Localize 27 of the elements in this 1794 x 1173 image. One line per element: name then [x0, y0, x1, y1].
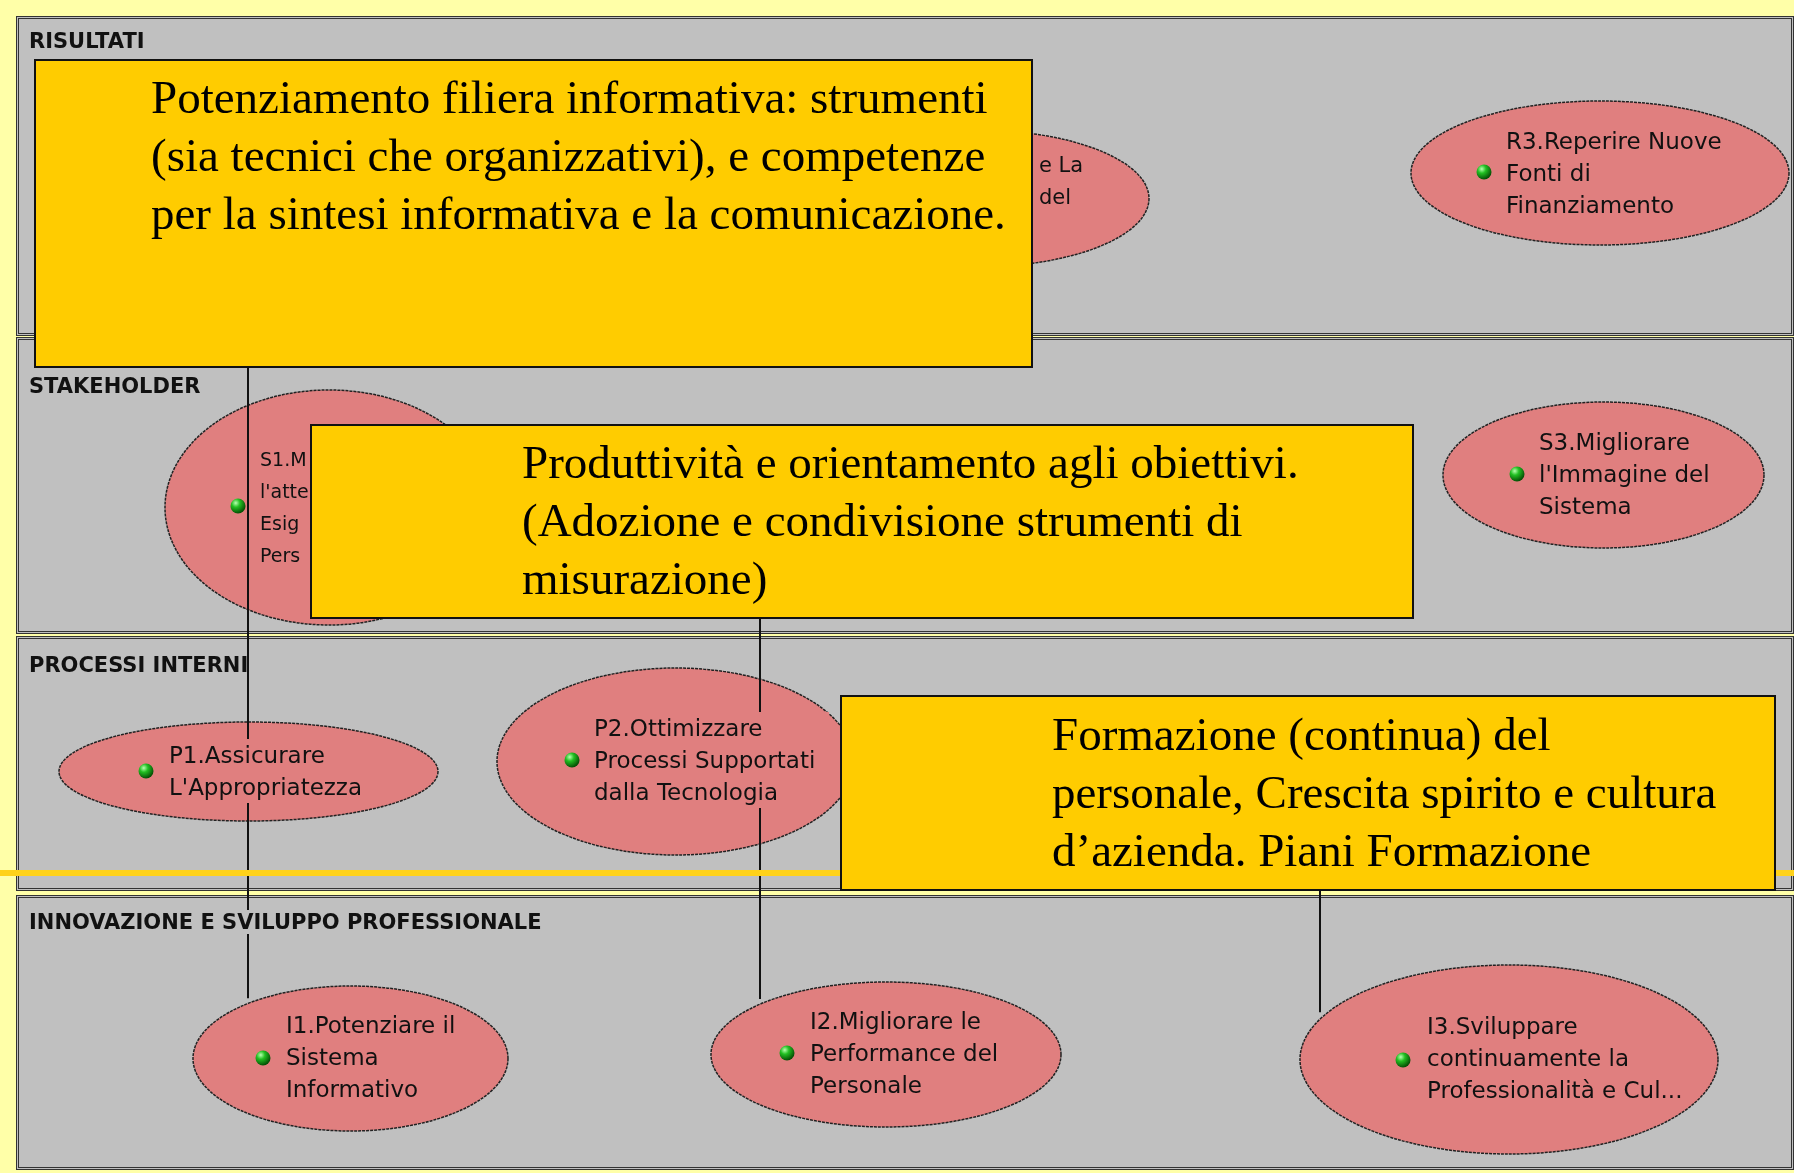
perspective-band [16, 895, 1794, 1170]
objective-label: I2.Migliorare le Performance del Personale [810, 1007, 1000, 1100]
band-title: PROCESSI INTERNI [29, 653, 249, 677]
band-title: INNOVAZIONE E SVILUPPO PROFESSIONALE [29, 910, 542, 934]
objective-label: R3.Reperire Nuove Fonti di Finanziamento [1506, 127, 1723, 220]
callout-text: Formazione (continua) del personale, Crescita spirito e cultura d’azienda. Piani Formazione [1052, 707, 1718, 878]
perspective-band [16, 636, 1794, 891]
callout-text: Potenziamento filiera informativa: strumenti (sia tecnici che organizzativi), e competenze per la sintesi informativa e la comunicazione. [151, 70, 1007, 241]
objective-ellipse [1442, 401, 1765, 549]
objective-ellipse [192, 985, 509, 1132]
callout-tooltip [840, 695, 1776, 891]
objective-ellipse [58, 721, 439, 822]
objective-label: S3.Migliorare l'Immagine del Sistema [1539, 428, 1711, 521]
callout-tooltip [310, 424, 1414, 619]
objective-ellipse [1410, 100, 1790, 246]
objective-ellipse [710, 981, 1062, 1128]
objective-label: P2.Ottimizzare Processi Supportati dalla Tecnologia [594, 712, 829, 808]
band-title: STAKEHOLDER [29, 374, 201, 398]
callout-tooltip [34, 59, 1033, 368]
objective-label: I3.Sviluppare continuamente la Professionalità e Cul... [1427, 1012, 1684, 1105]
band-title: RISULTATI [29, 29, 145, 53]
perspective-band [16, 337, 1794, 634]
objective-label: I1.Potenziare il Sistema Informativo [286, 1011, 457, 1104]
objective-label: e La del [1039, 152, 1085, 211]
objective-ellipse [1299, 964, 1719, 1155]
callout-text: Produttività e orientamento agli obiettivi. (Adozione e condivisione strumenti di misurazione) [522, 435, 1300, 606]
objective-label: S1.M l'atte Esig Pers [260, 447, 308, 568]
